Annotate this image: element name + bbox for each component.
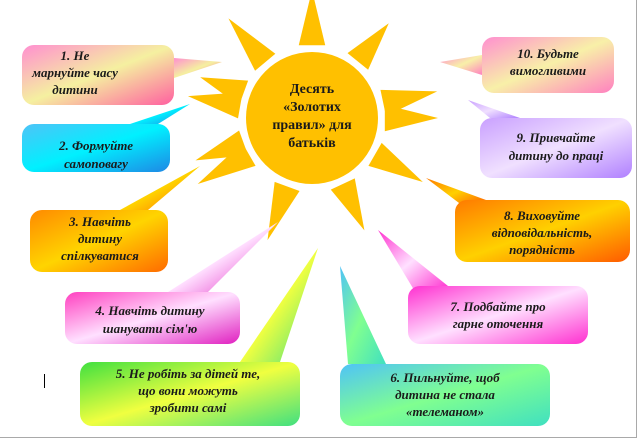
- sun-title-line-3: правил» для: [272, 118, 352, 133]
- sun-rays: [187, 0, 438, 241]
- rule-9-text-line-2: дитину до праці: [509, 148, 604, 163]
- sun-title-line-2: «Золотих: [283, 100, 341, 115]
- rule-9-box: [480, 118, 632, 178]
- rule-4-text-line-2: шанувати сім'ю: [103, 321, 198, 336]
- rule-8-text-line-3: порядність: [509, 242, 575, 257]
- rule-10-box: [482, 37, 614, 93]
- rule-6-text-line-3: «телеманом»: [406, 404, 484, 419]
- rule-5-text-line-1: 5. Не робіть за дітей те,: [116, 366, 261, 381]
- rule-8-text-line-2: відповідальність,: [492, 225, 592, 240]
- sun-ray-8: [187, 92, 243, 119]
- rule-4-pointer: [168, 222, 278, 292]
- rule-6-pointer: [340, 266, 386, 364]
- sun-ray-10: [384, 104, 438, 132]
- rule-2-pointer: [130, 104, 190, 124]
- rule-6-text-line-1: 6. Пильнуйте, щоб: [390, 370, 500, 385]
- rule-7-text-line-2: гарне оточення: [453, 316, 544, 331]
- rule-2-text-line-2: самоповагу: [64, 156, 128, 171]
- sun-ray-11: [195, 130, 249, 161]
- rule-1-text-line-1: 1. Не: [61, 48, 90, 63]
- sun-circle: [246, 52, 378, 184]
- rule-5-text-line-3: зробити самі: [149, 400, 227, 415]
- rule-2-text-line-1: 2. Формуйте: [58, 138, 133, 153]
- rule-9-pointer: [468, 100, 520, 118]
- rule-5-box: [80, 362, 300, 426]
- rule-2-box: [22, 124, 170, 172]
- rule-3-text-line-1: 3. Навчіть: [68, 214, 131, 229]
- rule-6-text-line-2: дитина не стала: [395, 387, 495, 402]
- sun-ray-5: [330, 178, 365, 231]
- sun-title-line-4: батьків: [288, 136, 336, 151]
- rule-5-callout: 5. Не робіть за дітей те, що вони можуть з…: [80, 248, 318, 426]
- rule-5-pointer: [240, 248, 318, 362]
- page-border: [0, 0, 637, 438]
- rule-4-box: [65, 292, 240, 344]
- text-cursor: [44, 374, 45, 388]
- rule-3-text-line-2: дитину: [78, 231, 122, 246]
- rule-9-callout: 9. Привчайте дитину до праці: [468, 100, 632, 178]
- rule-8-text-line-1: 8. Виховуйте: [504, 208, 580, 223]
- rule-callouts: 1. Не марнуйте часу дитини 2. Формуйте самоп…: [22, 37, 632, 426]
- sun-ray-9: [228, 18, 276, 71]
- rule-10-text-line-2: вимогливими: [510, 63, 586, 78]
- rule-10-callout: 10. Будьте вимогливими: [440, 37, 614, 93]
- sun-ray-6: [267, 181, 300, 241]
- rule-8-callout: 8. Виховуйте відповідальність, порядність: [426, 178, 630, 262]
- rule-8-box: [455, 200, 630, 262]
- rule-1-text-line-2: марнуйте часу: [31, 65, 118, 80]
- rule-8-pointer: [426, 178, 486, 206]
- rule-1-text-line-3: дитини: [52, 82, 97, 97]
- rule-7-box: [408, 286, 588, 344]
- rule-2-callout: 2. Формуйте самоповагу: [22, 104, 190, 172]
- rule-9-text-line-1: 9. Привчайте: [517, 130, 596, 145]
- rule-3-text-line-3: спілкуватися: [61, 248, 139, 263]
- rule-3-callout: 3. Навчіть дитину спілкуватися: [30, 166, 200, 272]
- sun-title-line-1: Десять: [290, 82, 335, 97]
- sun: Десять «Золотих правил» для батьків: [246, 52, 378, 184]
- sun-ray-4: [368, 142, 423, 182]
- rule-1-callout: 1. Не марнуйте часу дитини: [22, 45, 222, 105]
- rule-6-callout: 6. Пильнуйте, щоб дитина не стала «телеман…: [340, 266, 550, 426]
- rule-7-callout: 7. Подбайте про гарне оточення: [378, 230, 588, 344]
- rule-1-box: [22, 45, 174, 105]
- rule-4-text-line-1: 4. Навчіть дитину: [94, 303, 204, 318]
- rule-3-pointer: [120, 166, 200, 210]
- sun-ray-1: [298, 0, 326, 46]
- rule-3-box: [30, 210, 168, 272]
- rule-6-box: [340, 364, 550, 426]
- rule-4-callout: 4. Навчіть дитину шанувати сім'ю: [65, 222, 278, 344]
- rule-7-text-line-1: 7. Подбайте про: [450, 299, 546, 314]
- rule-7-pointer: [378, 230, 448, 290]
- sun-ray-12: [200, 77, 249, 106]
- rule-1-pointer: [174, 58, 222, 78]
- rule-10-text-line-1: 10. Будьте: [517, 46, 579, 61]
- sun-ray-2: [347, 23, 389, 70]
- rule-10-pointer: [440, 55, 482, 75]
- rule-5-text-line-2: що вони можуть: [138, 383, 238, 398]
